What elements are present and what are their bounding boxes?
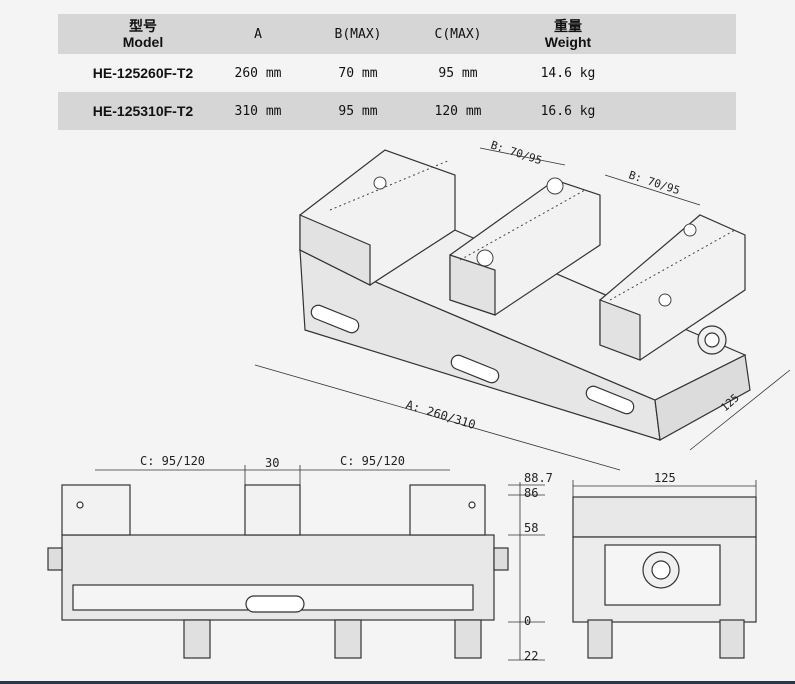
header-model-cn: 型号	[129, 18, 157, 34]
row-model: HE-125260F-T2	[92, 65, 194, 81]
front-dim-center: 30	[265, 456, 279, 470]
side-view	[572, 496, 757, 659]
height-0: 0	[524, 614, 531, 628]
row-weight: 14.6 kg	[540, 65, 596, 81]
row-c: 95 mm	[438, 65, 478, 81]
header-weight-cn: 重量	[554, 18, 582, 34]
row-a: 310 mm	[234, 103, 282, 119]
front-dimension-lines	[95, 465, 545, 661]
bottom-bar	[0, 681, 795, 684]
header-a: A	[254, 26, 262, 42]
side-dimension-lines	[572, 480, 757, 497]
iso-dim-b1: B: 70/95	[489, 138, 543, 167]
header-weight: 重量 Weight	[518, 14, 618, 54]
iso-dim-a: A: 260/310	[404, 397, 477, 432]
header-b: B(MAX)	[334, 26, 382, 42]
front-view	[47, 484, 509, 659]
front-dim-c-right: C: 95/120	[340, 454, 405, 468]
row-b: 95 mm	[338, 103, 378, 119]
row-a: 260 mm	[234, 65, 282, 81]
table-header-row: 型号 Model A B(MAX) C(MAX) 重量 Weight	[58, 14, 736, 54]
row-b: 70 mm	[338, 65, 378, 81]
header-model: 型号 Model	[78, 14, 208, 54]
height-22: 22	[524, 649, 538, 663]
iso-jaw-serrations	[329, 159, 736, 307]
header-c: C(MAX)	[434, 26, 482, 42]
height-86: 86	[524, 486, 538, 500]
iso-dim-b2: B: 70/95	[627, 168, 681, 197]
height-58: 58	[524, 521, 538, 535]
iso-vise-body	[298, 149, 751, 441]
iso-dimension-lines	[254, 147, 791, 471]
header-weight-en: Weight	[544, 34, 592, 50]
header-model-en: Model	[122, 34, 164, 50]
row-c: 120 mm	[434, 103, 482, 119]
table-row: HE-125310F-T2 310 mm 95 mm 120 mm 16.6 k…	[58, 92, 736, 130]
side-dim-width: 125	[654, 471, 676, 485]
spec-table: 型号 Model A B(MAX) C(MAX) 重量 Weight HE-12…	[58, 14, 736, 130]
height-88-7: 88.7	[524, 471, 553, 485]
row-model: HE-125310F-T2	[92, 103, 194, 119]
table-row: HE-125260F-T2 260 mm 70 mm 95 mm 14.6 kg	[58, 54, 736, 92]
front-dim-c-left: C: 95/120	[140, 454, 205, 468]
row-weight: 16.6 kg	[540, 103, 596, 119]
